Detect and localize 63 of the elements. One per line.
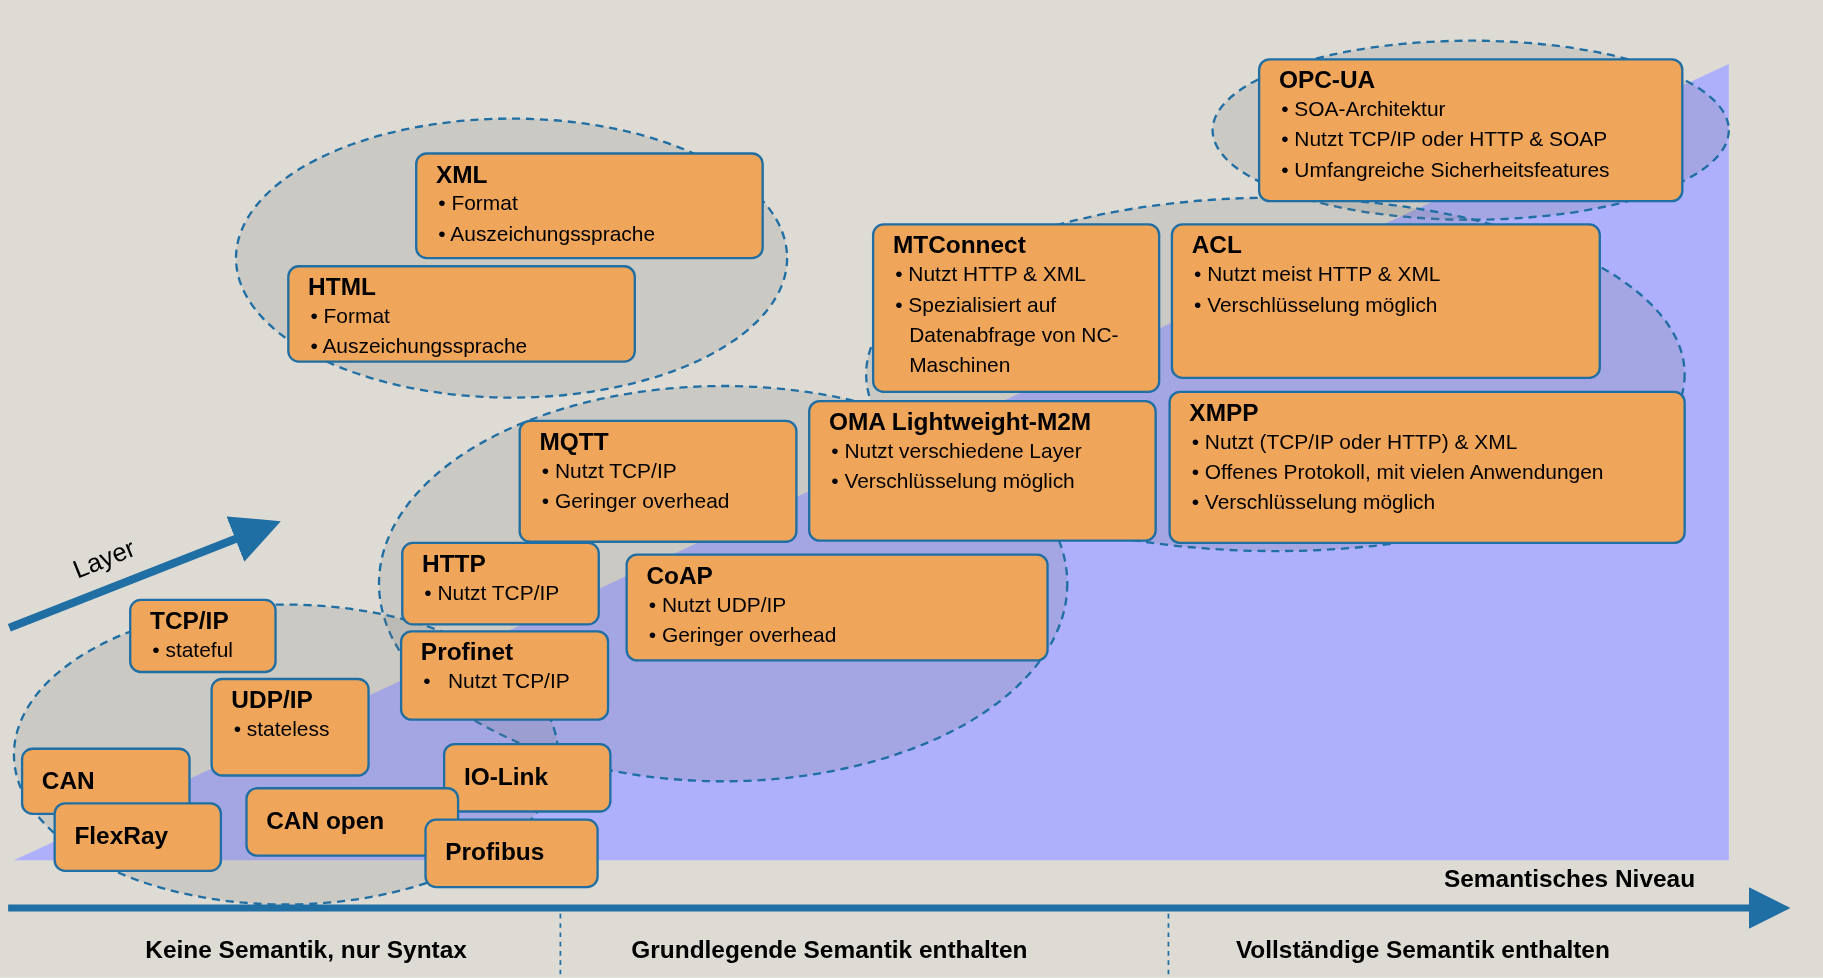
bullet-item: • Verschlüsselung möglich (830, 468, 1076, 495)
bullet-item: • Nutzt HTTP & XML (894, 261, 1087, 288)
protocol-box (415, 152, 764, 260)
protocol-name: HTML (308, 272, 376, 302)
bullet-item: • Auszeichungssprache (437, 221, 657, 248)
protocol-name: IO-Link (463, 761, 548, 791)
protocol-name: MTConnect (892, 230, 1026, 260)
bullet-item: • stateful (151, 637, 234, 664)
bullet-item: • stateless (232, 716, 331, 743)
protocol-name: CAN (41, 766, 95, 796)
protocol-name: OMA Lightweight-M2M (828, 407, 1092, 436)
protocol-name: HTTP (422, 548, 486, 578)
bullet-item: • SOA-Architektur (1280, 96, 1447, 123)
protocol-box (129, 598, 277, 674)
layer-label: Layer (68, 533, 140, 586)
protocol-box (399, 630, 610, 721)
bullet-item: • Nutzt UDP/IP (647, 591, 788, 619)
protocol-box (871, 223, 1161, 393)
bullet-item: • Verschlüsselung möglich (1190, 489, 1437, 516)
protocol-box (1257, 58, 1684, 203)
protocol-box (287, 265, 636, 363)
bullet-item: • Auszeichungssprache (309, 333, 529, 361)
bullet-item: • Nutzt TCP/IP (540, 458, 678, 485)
protocol-box (442, 742, 612, 813)
protocol-name: OPC-UA (1278, 65, 1376, 95)
protocol-name: TCP/IP (150, 605, 229, 635)
protocol-box (1170, 223, 1601, 379)
bullet-item: • Format (437, 190, 519, 218)
bullet-item: • Umfangreiche Sicherheitsfeatures (1280, 157, 1611, 184)
protocol-name: XML (436, 159, 488, 189)
protocol-name: ACL (1191, 230, 1242, 260)
protocol-box (424, 818, 599, 889)
protocol-box (210, 677, 370, 777)
bullet-item: • Geringer overhead (647, 622, 838, 649)
category-label: Keine Semantik, nur Syntax (145, 935, 467, 964)
bullet-item: • Nutzt TCP/IP oder HTTP & SOAP (1280, 126, 1609, 154)
protocol-box (518, 419, 798, 543)
bullet-item: • Verschlüsselung möglich (1193, 292, 1439, 319)
protocol-name: FlexRay (74, 821, 169, 850)
protocol-name: MQTT (539, 426, 609, 456)
category-label: Grundlegende Semantik enthalten (631, 935, 1028, 964)
protocol-box (53, 802, 223, 872)
bullet-item: • Format (309, 303, 391, 330)
bullet-item: • Nutzt meist HTTP & XML (1193, 261, 1442, 288)
bullet-item: • Nutzt TCP/IP (422, 668, 571, 695)
protocol-name: Profinet (420, 637, 514, 667)
axis-label: Semantisches Niveau (1444, 865, 1696, 893)
category-label: Vollständige Semantik enthalten (1235, 935, 1610, 964)
protocol-name: Profibus (445, 837, 545, 867)
protocol-name: CAN open (266, 805, 385, 835)
protocol-box (808, 399, 1157, 542)
protocol-name: UDP/IP (231, 684, 313, 714)
protocol-box (625, 553, 1049, 662)
bullet-item: • Offenes Protokoll, mit vielen Anwendungen (1190, 459, 1605, 486)
protocol-box (401, 541, 600, 626)
protocol-name: XMPP (1189, 397, 1259, 427)
bullet-item: • Spezialisiert auf Datenabfrage von NC-Maschinen (894, 292, 1120, 379)
protocol-name: CoAP (646, 560, 713, 590)
bullet-item: • Nutzt verschiedene Layer (830, 438, 1083, 465)
bullet-item: • Nutzt (TCP/IP oder HTTP) & XML (1190, 429, 1519, 456)
bullet-item: • Geringer overhead (540, 488, 731, 515)
protocol-box (1168, 390, 1686, 545)
bullet-item: • Nutzt TCP/IP (423, 580, 561, 607)
